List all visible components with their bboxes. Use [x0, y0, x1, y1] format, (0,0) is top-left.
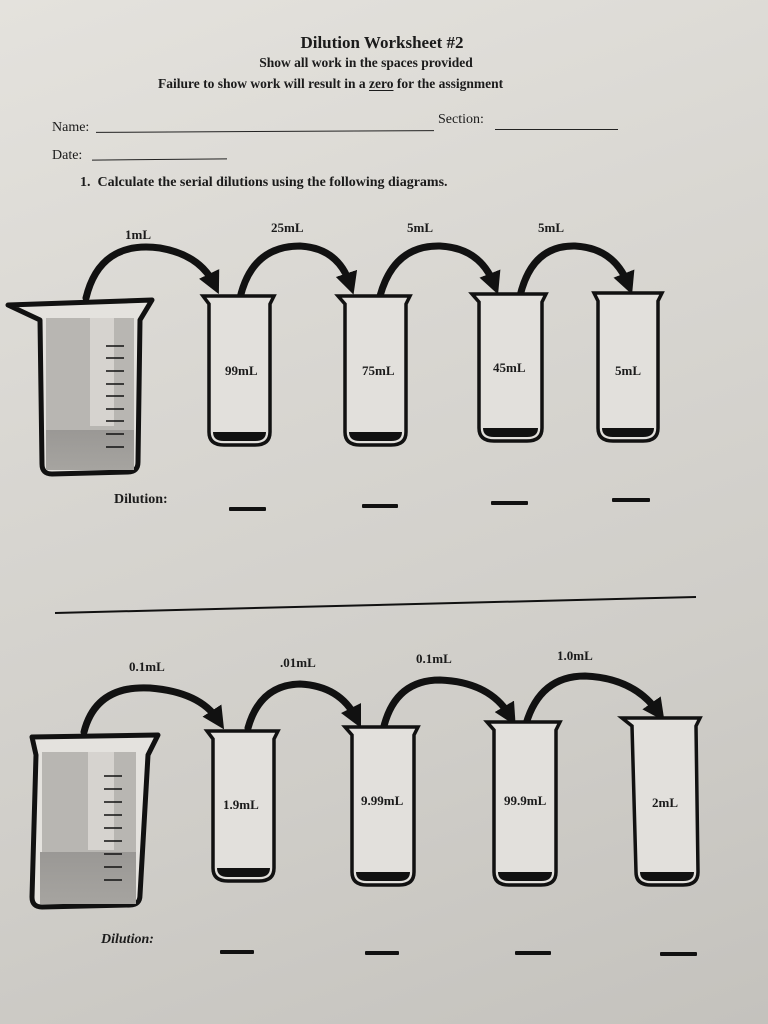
dilution-answer-1[interactable]: [229, 507, 266, 511]
tube-volume-7: 99.9mL: [504, 793, 547, 808]
test-tube-6-icon: [341, 725, 421, 887]
tube-volume-3: 45mL: [493, 360, 526, 375]
dilution-answer-2[interactable]: [362, 504, 398, 508]
transfer-arrow-8-icon: [522, 672, 665, 728]
transfer-arrow-7-icon: [380, 676, 516, 730]
test-tube-2-icon: [334, 294, 413, 447]
name-label: Name:: [52, 120, 90, 135]
transfer-volume-1: 1mL: [125, 227, 151, 242]
diagram-1-graphics: [5, 242, 665, 477]
transfer-arrow-3-icon: [376, 242, 501, 300]
dilution-answer-3[interactable]: [491, 501, 528, 505]
transfer-volume-8: 1.0mL: [557, 648, 593, 663]
dilution-label-1: Dilution:: [114, 492, 168, 507]
section-divider: [54, 596, 697, 614]
test-tube-7-icon: [483, 720, 563, 887]
test-tube-4-icon: [591, 291, 665, 443]
test-tube-8-icon: [617, 716, 703, 887]
transfer-arrow-1-icon: [82, 243, 220, 302]
test-tube-1-icon: [199, 294, 277, 447]
section-field[interactable]: [495, 129, 618, 130]
question-text: Calculate the serial dilutions using the…: [97, 175, 448, 190]
tube-volume-1: 99mL: [225, 363, 258, 378]
stock-beaker-2-icon: [29, 732, 161, 910]
transfer-arrow-6-icon: [244, 680, 362, 732]
test-tube-5-icon: [203, 729, 281, 883]
test-tube-3-icon: [468, 292, 549, 443]
tube-volume-8: 2mL: [652, 795, 678, 810]
dilution-answer-8[interactable]: [660, 952, 697, 956]
transfer-arrow-2-icon: [236, 242, 358, 302]
worksheet-title: Dilution Worksheet #2: [300, 33, 464, 52]
tube-volume-5: 1.9mL: [223, 797, 259, 812]
dilution-answer-5[interactable]: [220, 950, 254, 954]
warning-prefix: Failure to show work will result in a: [158, 76, 370, 91]
transfer-volume-6: .01mL: [280, 655, 316, 670]
transfer-volume-7: 0.1mL: [416, 651, 452, 666]
stock-beaker-icon: [5, 297, 155, 477]
dilution-answer-4[interactable]: [612, 498, 650, 502]
dilution-label-2: Dilution:: [101, 932, 154, 947]
warning-suffix: for the assignment: [393, 76, 504, 91]
warning-emphasis: zero: [369, 76, 394, 91]
tube-volume-6: 9.99mL: [361, 793, 404, 808]
transfer-volume-3: 5mL: [407, 220, 433, 235]
section-label: Section:: [438, 112, 484, 127]
dilution-answer-7[interactable]: [515, 951, 551, 955]
transfer-arrow-4-icon: [516, 242, 635, 300]
date-label: Date:: [52, 148, 83, 163]
dilution-answer-6[interactable]: [365, 951, 399, 955]
worksheet-warning: Failure to show work will result in a ze…: [158, 76, 503, 92]
transfer-volume-5: 0.1mL: [129, 659, 165, 674]
question-1: 1. Calculate the serial dilutions using …: [80, 175, 448, 191]
tube-volume-4: 5mL: [615, 363, 641, 378]
transfer-volume-2: 25mL: [271, 220, 304, 235]
transfer-volume-4: 5mL: [538, 220, 564, 235]
transfer-arrow-5-icon: [80, 684, 225, 736]
diagram-2-graphics: [29, 672, 703, 910]
worksheet-subtitle: Show all work in the spaces provided: [259, 55, 473, 70]
tube-volume-2: 75mL: [362, 363, 395, 378]
question-number: 1.: [80, 175, 91, 190]
